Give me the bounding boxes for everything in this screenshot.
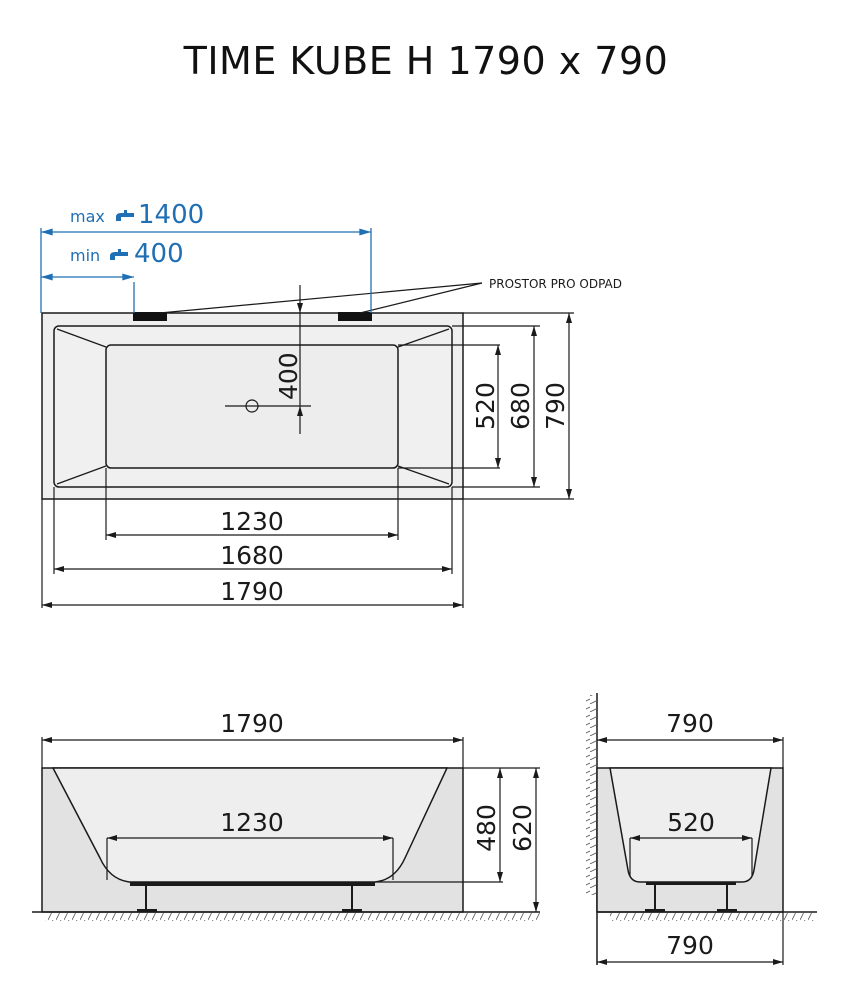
drain-space-left [133, 312, 167, 321]
faucet-min-label: min [70, 246, 100, 265]
side-length-label: 1790 [220, 709, 284, 738]
end-top-width-label: 790 [666, 709, 714, 738]
side-view: 1790 1230 480 620 [32, 709, 540, 921]
drain-space-right [338, 312, 372, 321]
faucet-max-value: 1400 [138, 200, 204, 230]
drain-hole-icon [245, 399, 259, 413]
faucet-max-label: max [70, 207, 105, 226]
side-height-label: 620 [508, 804, 537, 852]
faucet-icon [110, 249, 128, 260]
faucet-min-value: 400 [134, 239, 184, 269]
end-bottom-width-label: 520 [667, 808, 715, 837]
top-view: PROSTOR PRO ODPAD 400 max 1400 min 400 [40, 200, 622, 608]
width-overall-label: 1790 [220, 577, 284, 606]
drain-space-note: PROSTOR PRO ODPAD [489, 277, 622, 291]
end-base-width-label: 790 [666, 931, 714, 960]
width-bottom-label: 1230 [220, 507, 284, 536]
side-depth-label: 480 [472, 804, 501, 852]
side-bottom-label: 1230 [220, 808, 284, 837]
end-view: 790 520 790 [586, 693, 817, 965]
height-bottom-label: 520 [471, 382, 500, 430]
faucet-icon [116, 210, 134, 221]
height-overall-label: 790 [541, 382, 570, 430]
height-rim-label: 680 [506, 382, 535, 430]
drain-offset-label: 400 [274, 352, 303, 400]
page-title: TIME KUBE H 1790 x 790 [183, 39, 669, 84]
width-rim-label: 1680 [220, 541, 284, 570]
